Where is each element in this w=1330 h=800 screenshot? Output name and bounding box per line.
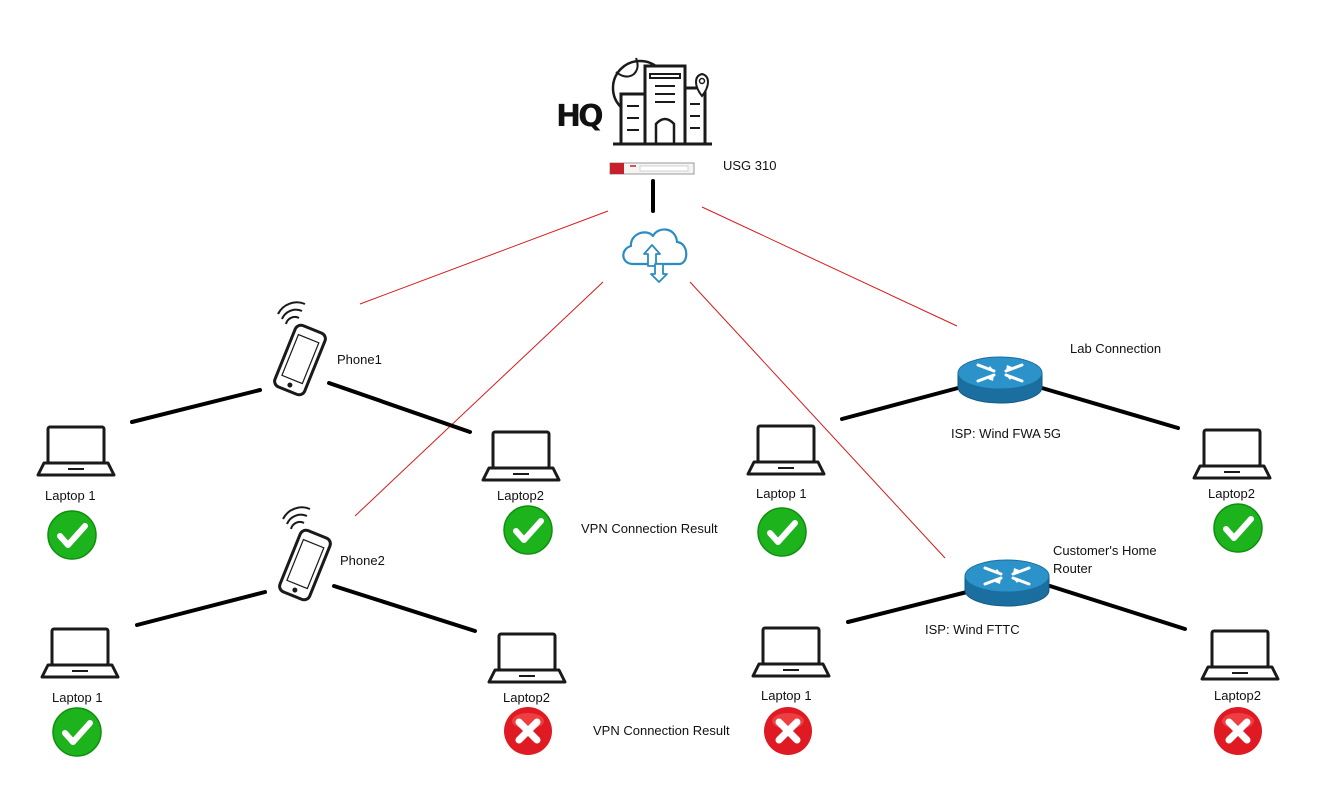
vpn-result-label-row2: VPN Connection Result bbox=[593, 723, 730, 738]
vpn-line-phone2 bbox=[354, 281, 604, 517]
phone2-laptop2-label: Laptop2 bbox=[503, 690, 550, 705]
lab-laptop2-label: Laptop2 bbox=[1208, 486, 1255, 501]
smartphone-hotspot-icon bbox=[271, 300, 329, 399]
lab-router-label: ISP: Wind FWA 5G bbox=[951, 426, 1062, 441]
vpn-line-home-router bbox=[689, 281, 946, 559]
home-laptop2-label: Laptop2 bbox=[1214, 688, 1261, 703]
home-router-title: Customer's Home Router bbox=[1053, 543, 1157, 576]
phone1-label: Phone1 bbox=[337, 352, 382, 367]
phone2-laptop1-label: Laptop 1 bbox=[52, 690, 103, 705]
home-laptop1-label: Laptop 1 bbox=[761, 688, 812, 703]
link-phone2-laptop1 bbox=[135, 590, 267, 627]
status-badge-lab-laptop2 bbox=[1214, 504, 1262, 552]
status-badge-home-laptop2 bbox=[1214, 707, 1262, 755]
status-badge-phone1-laptop1 bbox=[48, 511, 96, 559]
router-icon bbox=[963, 558, 1051, 608]
laptop-icon bbox=[481, 430, 561, 482]
firewall-label: USG 310 bbox=[723, 158, 777, 173]
status-badge-phone2-laptop2 bbox=[504, 707, 552, 755]
link-phone2-laptop2 bbox=[332, 584, 477, 633]
status-badge-lab-laptop1 bbox=[758, 508, 806, 556]
vpn-tunnel-lines bbox=[354, 206, 958, 559]
vpn-line-lab-router bbox=[701, 206, 958, 327]
link-phone1-laptop2 bbox=[327, 381, 472, 434]
lab-laptop1-label: Laptop 1 bbox=[756, 486, 807, 501]
status-badge-phone2-laptop1 bbox=[53, 708, 101, 756]
status-badge-home-laptop1 bbox=[764, 707, 812, 755]
phone1-laptop2-label: Laptop2 bbox=[497, 488, 544, 503]
laptop-icon bbox=[40, 627, 120, 679]
link-home-laptop1 bbox=[846, 590, 969, 624]
internet-cloud-icon bbox=[622, 228, 688, 283]
laptop-icon bbox=[1200, 629, 1280, 681]
laptop-icon bbox=[1192, 428, 1272, 480]
status-badge-phone1-laptop2 bbox=[504, 506, 552, 554]
vpn-line-phone1 bbox=[359, 210, 609, 305]
firewall-appliance-icon bbox=[609, 162, 695, 175]
laptop-icon bbox=[751, 626, 831, 678]
laptop-icon bbox=[36, 425, 116, 477]
link-phone1-laptop1 bbox=[130, 388, 262, 424]
lab-connection-title: Lab Connection bbox=[1070, 341, 1162, 356]
router-icon bbox=[956, 355, 1044, 405]
link-lab-laptop2 bbox=[1040, 386, 1180, 430]
phone1-laptop1-label: Laptop 1 bbox=[45, 488, 96, 503]
hq-logo: HQ bbox=[556, 99, 604, 134]
network-links bbox=[130, 179, 1187, 633]
vpn-result-label-row1: VPN Connection Result bbox=[581, 521, 718, 536]
phone2-label: Phone2 bbox=[340, 553, 385, 568]
laptop-icon bbox=[746, 424, 826, 476]
link-home-laptop2 bbox=[1048, 584, 1187, 631]
home-router-label: ISP: Wind FTTC bbox=[925, 622, 1020, 637]
laptop-icon bbox=[487, 632, 567, 684]
link-lab-laptop1 bbox=[840, 386, 960, 421]
office-building-icon bbox=[611, 57, 712, 146]
smartphone-hotspot-icon bbox=[276, 505, 334, 604]
